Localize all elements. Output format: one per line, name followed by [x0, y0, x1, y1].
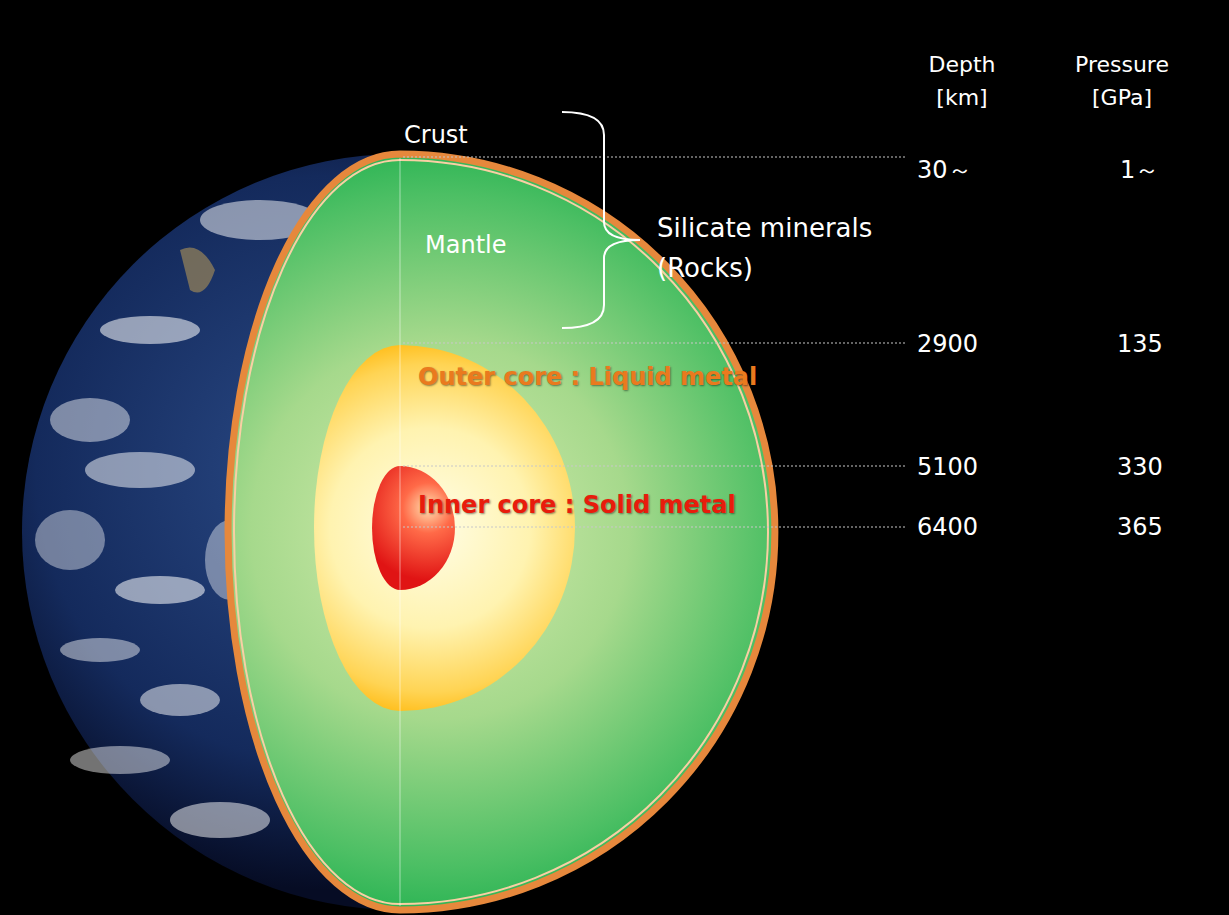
column-header: Depth [km] — [912, 48, 1012, 114]
bracket-label: Silicate minerals (Rocks) — [657, 208, 957, 288]
bracket — [562, 112, 640, 328]
layer-label: Crust — [404, 120, 468, 150]
core-label: Outer core : Liquid metal — [418, 362, 757, 392]
pressure-value: 365 — [1117, 512, 1163, 542]
land — [180, 248, 215, 293]
depth-value: 30～ — [917, 155, 972, 185]
core-label: Inner core : Solid metal — [418, 490, 736, 520]
depth-value: 6400 — [917, 512, 978, 542]
axis-line — [399, 158, 401, 906]
layer-label: Mantle — [425, 230, 506, 260]
inner-core — [372, 466, 455, 590]
pressure-value: 135 — [1117, 329, 1163, 359]
depth-value: 2900 — [917, 329, 978, 359]
depth-value: 5100 — [917, 452, 978, 482]
pressure-value: 330 — [1117, 452, 1163, 482]
column-header: Pressure [GPa] — [1062, 48, 1182, 114]
depth-lines — [403, 157, 905, 527]
pressure-value: 1～ — [1120, 155, 1159, 185]
outer-core — [314, 345, 575, 711]
